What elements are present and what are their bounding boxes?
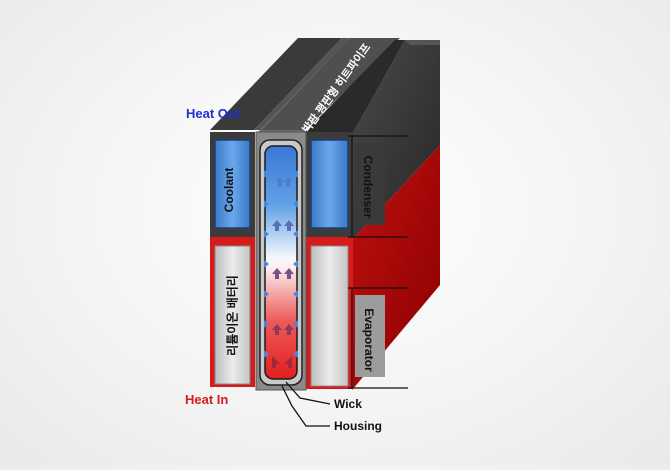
right-battery-block [306,237,353,389]
heat-in-label: Heat In [185,392,229,407]
arrow-up-icon [272,177,294,335]
evaporator-label: Evaporator [362,308,376,372]
housing-label: Housing [334,419,382,433]
left-block-top [210,38,350,130]
wick-dashes [264,170,298,358]
coolant-label: Coolant [222,167,236,213]
evaporator-panel [355,295,385,377]
right-coolant-block [306,132,353,237]
heat-pipe-housing [255,131,307,391]
left-coolant-block [210,132,255,237]
left-battery-block [210,237,255,387]
right-block-top [305,40,405,135]
battery-label: 리튬이온 배터리 [225,275,240,356]
dimension-lines [348,135,408,389]
heat-out-label: Heat Out [186,106,241,121]
arrow-in-icon [272,356,292,368]
wick-label: Wick [334,397,362,411]
condenser-panel [355,145,385,225]
callout-lines [281,381,331,427]
condenser-label: Condenser [361,155,375,219]
pipe-top [258,38,400,132]
